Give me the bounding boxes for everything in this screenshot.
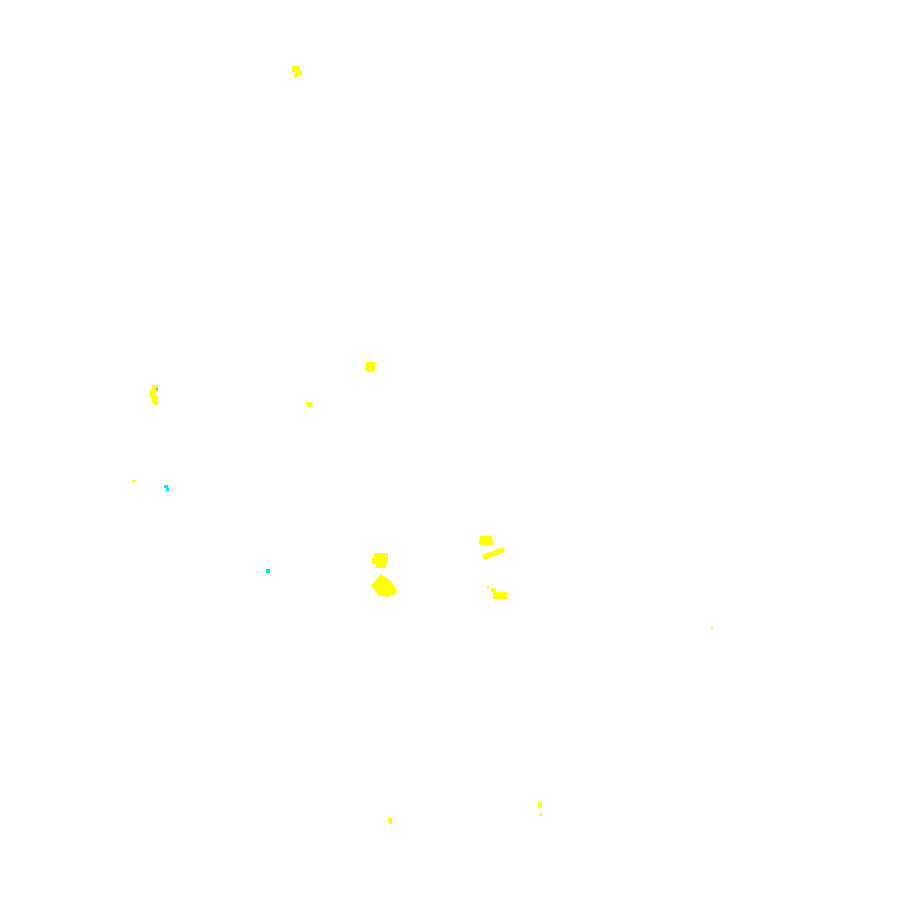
yellow-blob-mid-1 (366, 362, 375, 372)
yellow-blob-center-1 (372, 553, 388, 568)
yellow-blob-center-2 (371, 574, 398, 597)
yellow-dot-far-right (711, 627, 713, 629)
yellow-dot-mid-2 (306, 402, 312, 407)
yellow-blob-right-1 (479, 536, 493, 545)
cyan-dot-center-left (266, 569, 270, 573)
yellow-dot-left-lower (132, 480, 136, 482)
yellow-bar-right (482, 547, 505, 560)
cyan-blob-left-lower (164, 485, 169, 491)
cyan-dot-left-crescent (156, 388, 158, 390)
yellow-blob-top (292, 66, 302, 77)
yellow-blob-right-2 (487, 586, 507, 599)
yellow-dot-bottom-1 (388, 818, 392, 824)
yellow-blob-left-crescent (150, 385, 158, 405)
yellow-dot-bottom-2 (538, 802, 542, 816)
